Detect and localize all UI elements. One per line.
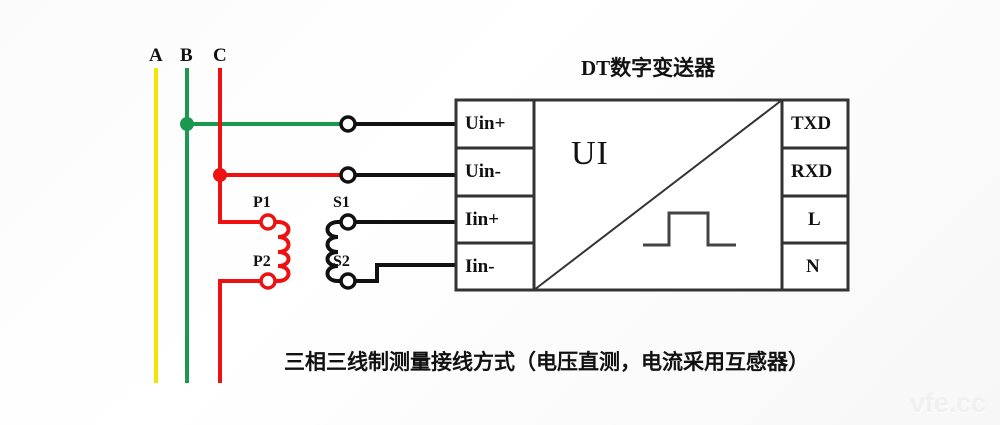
phase-label-b: B bbox=[180, 45, 193, 66]
phase-label-a: A bbox=[149, 45, 163, 66]
device-title: DT数字变送器 bbox=[581, 56, 716, 80]
terminal-label-txd: TXD bbox=[791, 113, 832, 134]
ct-label-s2: S2 bbox=[333, 253, 350, 270]
diagram-caption: 三相三线制测量接线方式（电压直测，电流采用互感器） bbox=[284, 350, 809, 374]
terminal-circle-s1 bbox=[339, 213, 357, 231]
phase-label-c: C bbox=[213, 45, 227, 66]
diagonal-divider-icon bbox=[533, 99, 783, 291]
junction-dot-phase-c bbox=[213, 168, 227, 182]
terminal-label-uin-plus: Uin+ bbox=[465, 113, 506, 134]
watermark: vfe.cc bbox=[909, 387, 987, 418]
square-pulse-icon bbox=[643, 211, 736, 247]
junction-dot-phase-b bbox=[180, 117, 194, 131]
lead-iin-minus bbox=[348, 263, 456, 283]
terminal-circle-uin-plus bbox=[339, 115, 357, 133]
terminal-circle-s2 bbox=[339, 272, 357, 290]
terminal-label-iin-minus: Iin- bbox=[465, 256, 495, 277]
ct-primary-lead-p1 bbox=[218, 175, 268, 224]
ct-secondary-coil bbox=[325, 220, 350, 283]
terminal-circle-p1 bbox=[259, 213, 277, 231]
terminal-label-uin-minus: Uin- bbox=[465, 161, 501, 182]
terminal-label-rxd: RXD bbox=[791, 161, 833, 182]
terminal-label-l: L bbox=[808, 209, 821, 230]
terminal-label-n: N bbox=[806, 256, 820, 277]
terminal-label-iin-plus: Iin+ bbox=[465, 209, 500, 230]
ct-label-s1: S1 bbox=[333, 194, 350, 211]
terminal-circle-uin-minus bbox=[339, 166, 357, 184]
ct-label-p1: P1 bbox=[253, 194, 271, 211]
terminal-circle-p2 bbox=[259, 272, 277, 290]
ct-label-p2: P2 bbox=[253, 253, 271, 270]
ct-primary-lead-p2 bbox=[218, 279, 268, 383]
device-center-label: UI bbox=[571, 135, 609, 172]
ct-primary-coil bbox=[266, 220, 291, 283]
